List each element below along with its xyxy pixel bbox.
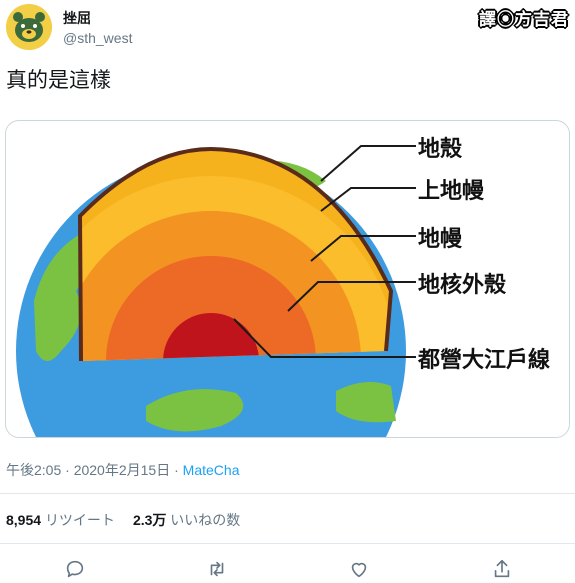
leader-mantle (310, 235, 416, 262)
share-button[interactable] (488, 555, 516, 583)
like-button[interactable] (345, 555, 373, 583)
meta-separator: · (61, 462, 74, 478)
label-mantle: 地幔 (418, 227, 463, 252)
translator-watermark: 譯⦿方吉君 (479, 10, 569, 29)
continent-right (336, 382, 396, 423)
leader-inner-core (233, 318, 416, 358)
meta-separator: · (170, 462, 183, 478)
reply-icon (66, 560, 84, 578)
label-outer-core: 地核外殼 (418, 273, 507, 298)
tweet-date[interactable]: 2020年2月15日 (73, 462, 171, 478)
likes-stat[interactable]: 2.3万 いいねの数 (133, 512, 240, 528)
leader-outer-core (287, 281, 416, 312)
divider (0, 493, 575, 494)
label-crust: 地殼 (418, 137, 463, 162)
tweet-text: 真的是這樣 (6, 69, 111, 92)
leader-crust (320, 145, 416, 182)
continent-left (34, 231, 90, 361)
reply-button[interactable] (61, 555, 89, 583)
retweets-stat[interactable]: 8,954 リツイート (6, 512, 115, 528)
avatar[interactable] (6, 4, 52, 50)
likes-label: いいねの数 (170, 512, 241, 528)
earth-cross-section-illustration (16, 145, 416, 437)
continent-bottom (146, 389, 244, 432)
label-upper-mantle: 上地幔 (418, 179, 485, 204)
tweet-media[interactable]: 地殼 上地幔 地幔 地核外殼 都營大江戶線 (5, 120, 570, 438)
likes-count: 2.3万 (132, 512, 167, 528)
tweet-timestamp: 午後2:05 · 2020年2月15日 · MateCha (6, 460, 239, 480)
share-icon (494, 559, 510, 578)
bear-avatar-icon (6, 4, 52, 50)
retweet-icon (210, 561, 224, 577)
retweets-count: 8,954 (6, 512, 42, 528)
display-name[interactable]: 挫屈 (63, 10, 91, 26)
tweet-time[interactable]: 午後2:05 (6, 462, 62, 478)
tweet-source[interactable]: MateCha (182, 462, 240, 478)
retweet-button[interactable] (203, 555, 231, 583)
wedge-outline (77, 146, 394, 362)
user-handle[interactable]: @sth_west (63, 30, 133, 46)
retweets-label: リツイート (44, 512, 115, 528)
leader-upper-mantle (320, 187, 416, 212)
divider (0, 543, 575, 544)
tweet-stats: 8,954 リツイート 2.3万 いいねの数 (6, 510, 240, 530)
label-oedo-line: 都營大江戶線 (418, 348, 551, 373)
heart-icon (351, 562, 367, 578)
action-bar (0, 555, 575, 583)
